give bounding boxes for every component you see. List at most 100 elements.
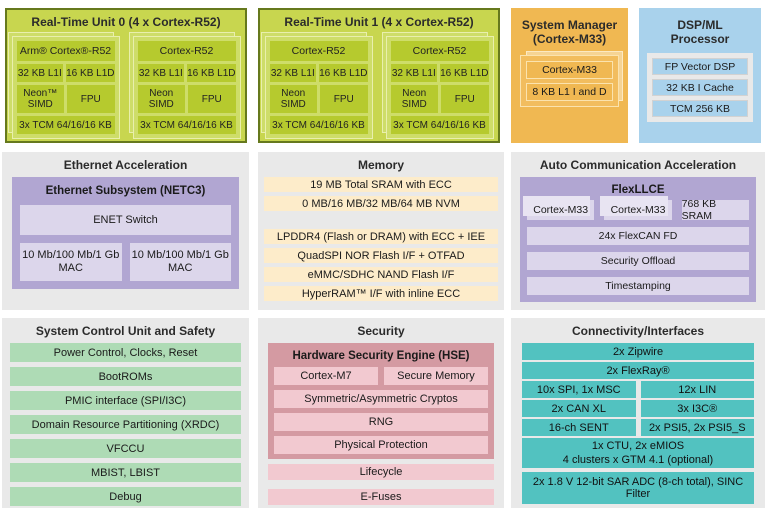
flexllce-core-row: Cortex-M33 Cortex-M33 768 KB SRAM <box>522 196 749 222</box>
connectivity-list: 2x Zipwire 2x FlexRay® 10x SPI, 1x MSC 1… <box>511 343 765 504</box>
flexray-block: 2x FlexRay® <box>522 362 754 379</box>
panel-memory: Memory 19 MB Total SRAM with ECC 0 MB/16… <box>258 152 504 310</box>
sent-block: 16-ch SENT <box>522 419 636 436</box>
panel-real-time-unit-0: Real-Time Unit 0 (4 x Cortex-R52) Arm® C… <box>5 8 247 143</box>
simd-fpu-row: Neon™ SIMD FPU <box>16 85 115 113</box>
fpu-block: FPU <box>441 85 489 113</box>
security-extra-list: Lifecycle E-Fuses <box>268 464 494 505</box>
sar-adc-block: 2x 1.8 V 12-bit SAR ADC (8-ch total), SI… <box>522 472 754 504</box>
panel-title: Connectivity/Interfaces <box>571 324 705 338</box>
connectivity-row: 2x CAN XL 3x I3C® <box>522 400 754 417</box>
panel-title: Auto Communication Acceleration <box>539 158 737 172</box>
enet-switch-block: ENET Switch <box>20 205 231 235</box>
tcm-block: 3x TCM 64/16/16 KB <box>390 116 489 134</box>
neon-simd-block: Neon SIMD <box>390 85 438 113</box>
scu-list: Power Control, Clocks, Reset BootROMs PM… <box>2 343 249 506</box>
core-block: Arm® Cortex®-R52 <box>16 41 115 61</box>
lifecycle-block: Lifecycle <box>268 464 494 480</box>
rng-block: RNG <box>274 413 488 431</box>
panel-title: Memory <box>357 158 404 172</box>
block-title: Hardware Security Engine (HSE) <box>292 350 470 362</box>
cortex-m33-block: Cortex-M33 <box>522 196 595 220</box>
spacer <box>264 215 498 229</box>
emmc-block: eMMC/SDHC NAND Flash I/F <box>264 267 498 282</box>
e-fuses-block: E-Fuses <box>268 489 494 505</box>
psi5-block: 2x PSI5, 2x PSI5_S <box>640 419 754 436</box>
physical-protection-block: Physical Protection <box>274 436 488 454</box>
can-xl-block: 2x CAN XL <box>522 400 636 417</box>
l1d-cache-block: 16 KB L1D <box>187 64 236 82</box>
cpu-cluster: Cortex-R52 32 KB L1I 16 KB L1D Neon SIMD… <box>128 32 241 139</box>
l1i-cache-block: 32 KB L1I <box>137 64 185 82</box>
ctu-line2: 4 clusters x GTM 4.1 (optional) <box>562 454 714 466</box>
fpu-block: FPU <box>67 85 115 113</box>
l1-cache-block: 8 KB L1 I and D <box>526 83 613 101</box>
power-control-block: Power Control, Clocks, Reset <box>10 343 241 362</box>
panel-connectivity-interfaces: Connectivity/Interfaces 2x Zipwire 2x Fl… <box>511 318 765 508</box>
nvm-block: 0 MB/16 MB/32 MB/64 MB NVM <box>264 196 498 211</box>
hyperram-block: HyperRAM™ I/F with inline ECC <box>264 286 498 301</box>
panel-auto-communication-acceleration: Auto Communication Acceleration FlexLLCE… <box>511 152 765 310</box>
core-block: Cortex-R52 <box>269 41 368 61</box>
connectivity-row: 16-ch SENT 2x PSI5, 2x PSI5_S <box>522 419 754 436</box>
memory-list: 19 MB Total SRAM with ECC 0 MB/16 MB/32 … <box>258 177 504 301</box>
cache-row: 32 KB L1I 16 KB L1D <box>137 64 236 82</box>
l1i-cache-block: 32 KB L1I <box>269 64 317 82</box>
block-title: Ethernet Subsystem (NETC3) <box>45 185 206 197</box>
panel-title: System Control Unit and Safety <box>35 324 216 338</box>
mac-block: 10 Mb/100 Mb/1 Gb MAC <box>20 243 122 281</box>
panel-title: DSP/ML Processor <box>670 18 730 46</box>
bootroms-block: BootROMs <box>10 367 241 386</box>
flexcan-block: 24x FlexCAN FD <box>527 227 749 245</box>
panel-title: System Manager (Cortex-M33) <box>521 18 618 46</box>
panel-security: Security Hardware Security Engine (HSE) … <box>258 318 504 508</box>
cache-row: 32 KB L1I 16 KB L1D <box>269 64 368 82</box>
neon-simd-block: Neon SIMD <box>137 85 185 113</box>
block-title: FlexLLCE <box>611 184 665 196</box>
lpddr4-block: LPDDR4 (Flash or DRAM) with ECC + IEE <box>264 229 498 244</box>
tcm-block: 3x TCM 64/16/16 KB <box>269 116 368 134</box>
cortex-m7-block: Cortex-M7 <box>274 367 378 385</box>
panel-dsp-ml-processor: DSP/ML Processor FP Vector DSP 32 KB I C… <box>639 8 761 143</box>
xrdc-block: Domain Resource Partitioning (XRDC) <box>10 415 241 434</box>
panel-system-manager: System Manager (Cortex-M33) Cortex-M33 8… <box>511 8 628 143</box>
panel-real-time-unit-1: Real-Time Unit 1 (4 x Cortex-R52) Cortex… <box>258 8 500 143</box>
vfccu-block: VFCCU <box>10 439 241 458</box>
mac-row: 10 Mb/100 Mb/1 Gb MAC 10 Mb/100 Mb/1 Gb … <box>20 243 231 281</box>
ctu-emios-gtm-block: 1x CTU, 2x eMIOS 4 clusters x GTM 4.1 (o… <box>522 438 754 468</box>
cpu-cluster: Arm® Cortex®-R52 32 KB L1I 16 KB L1D Neo… <box>7 32 120 139</box>
fpu-block: FPU <box>188 85 236 113</box>
core-block: Cortex-R52 <box>137 41 236 61</box>
cluster-row: Arm® Cortex®-R52 32 KB L1I 16 KB L1D Neo… <box>7 32 245 139</box>
ethernet-subsystem-block: Ethernet Subsystem (NETC3) ENET Switch 1… <box>12 177 239 289</box>
zipwire-block: 2x Zipwire <box>522 343 754 360</box>
hse-core-row: Cortex-M7 Secure Memory <box>274 367 488 385</box>
fp-vector-dsp-block: FP Vector DSP <box>652 58 748 75</box>
i3c-block: 3x I3C® <box>640 400 754 417</box>
lin-block: 12x LIN <box>640 381 754 398</box>
spi-msc-block: 10x SPI, 1x MSC <box>522 381 636 398</box>
cache-row: 32 KB L1I 16 KB L1D <box>390 64 489 82</box>
simd-fpu-row: Neon SIMD FPU <box>390 85 489 113</box>
dsp-subsystem: FP Vector DSP 32 KB I Cache TCM 256 KB <box>647 53 753 122</box>
cryptos-block: Symmetric/Asymmetric Cryptos <box>274 390 488 408</box>
cortex-m33-block: Cortex-M33 <box>526 61 613 79</box>
flexllce-block: FlexLLCE Cortex-M33 Cortex-M33 768 KB SR… <box>520 177 756 302</box>
security-offload-block: Security Offload <box>527 252 749 270</box>
cache-row: 32 KB L1I 16 KB L1D <box>16 64 115 82</box>
cluster-row: Cortex-R52 32 KB L1I 16 KB L1D Neon SIMD… <box>260 32 498 139</box>
pmic-interface-block: PMIC interface (SPI/I3C) <box>10 391 241 410</box>
tcm-block: TCM 256 KB <box>652 100 748 117</box>
mac-block: 10 Mb/100 Mb/1 Gb MAC <box>129 243 231 281</box>
l1d-cache-block: 16 KB L1D <box>319 64 368 82</box>
panel-title: Security <box>357 324 405 338</box>
panel-title: Real-Time Unit 0 (4 x Cortex-R52) <box>31 15 221 29</box>
simd-fpu-row: Neon SIMD FPU <box>269 85 368 113</box>
panel-title: Ethernet Acceleration <box>63 158 188 172</box>
panel-ethernet-acceleration: Ethernet Acceleration Ethernet Subsystem… <box>2 152 249 310</box>
cpu-cluster: Cortex-R52 32 KB L1I 16 KB L1D Neon SIMD… <box>381 32 494 139</box>
cpu-cluster: Cortex-R52 32 KB L1I 16 KB L1D Neon SIMD… <box>260 32 373 139</box>
cortex-m33-block: Cortex-M33 <box>600 196 672 220</box>
tcm-block: 3x TCM 64/16/16 KB <box>16 116 115 134</box>
secure-memory-block: Secure Memory <box>384 367 488 385</box>
